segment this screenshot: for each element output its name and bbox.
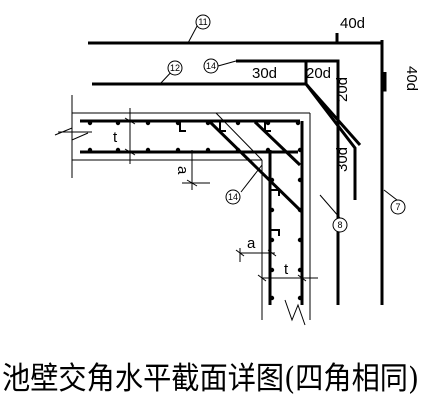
bar-mark-14-top: 14 xyxy=(206,61,216,71)
rebar-hooks xyxy=(179,122,280,236)
label-30d-top: 30d xyxy=(252,65,277,82)
bar-mark-12: 12 xyxy=(170,63,180,73)
bar-mark-7: 7 xyxy=(395,202,400,212)
rebar-dots xyxy=(87,120,303,301)
bar-mark-14-bottom: 14 xyxy=(228,192,238,202)
dim-t-vertical: t xyxy=(113,129,118,146)
dim-a-horizontal: a xyxy=(247,235,256,252)
label-30d-right: 30d xyxy=(334,147,351,172)
label-40d-top: 40d xyxy=(340,15,365,32)
bar-mark-circles xyxy=(167,14,406,233)
rebar-lines xyxy=(80,33,387,305)
dim-a-vertical: a xyxy=(174,166,191,175)
label-40d-right: 40d xyxy=(403,66,420,91)
bar-mark-8: 8 xyxy=(337,220,342,230)
dimension-lines xyxy=(124,14,398,282)
wall-outline xyxy=(54,95,311,326)
label-20d-top: 20d xyxy=(306,65,331,82)
bar-mark-11: 11 xyxy=(198,17,207,27)
label-20d-right: 20d xyxy=(334,77,351,102)
drawing-caption: 池壁交角水平截面详图(四角相同) xyxy=(2,361,419,397)
dim-t-horizontal: t xyxy=(284,261,289,278)
